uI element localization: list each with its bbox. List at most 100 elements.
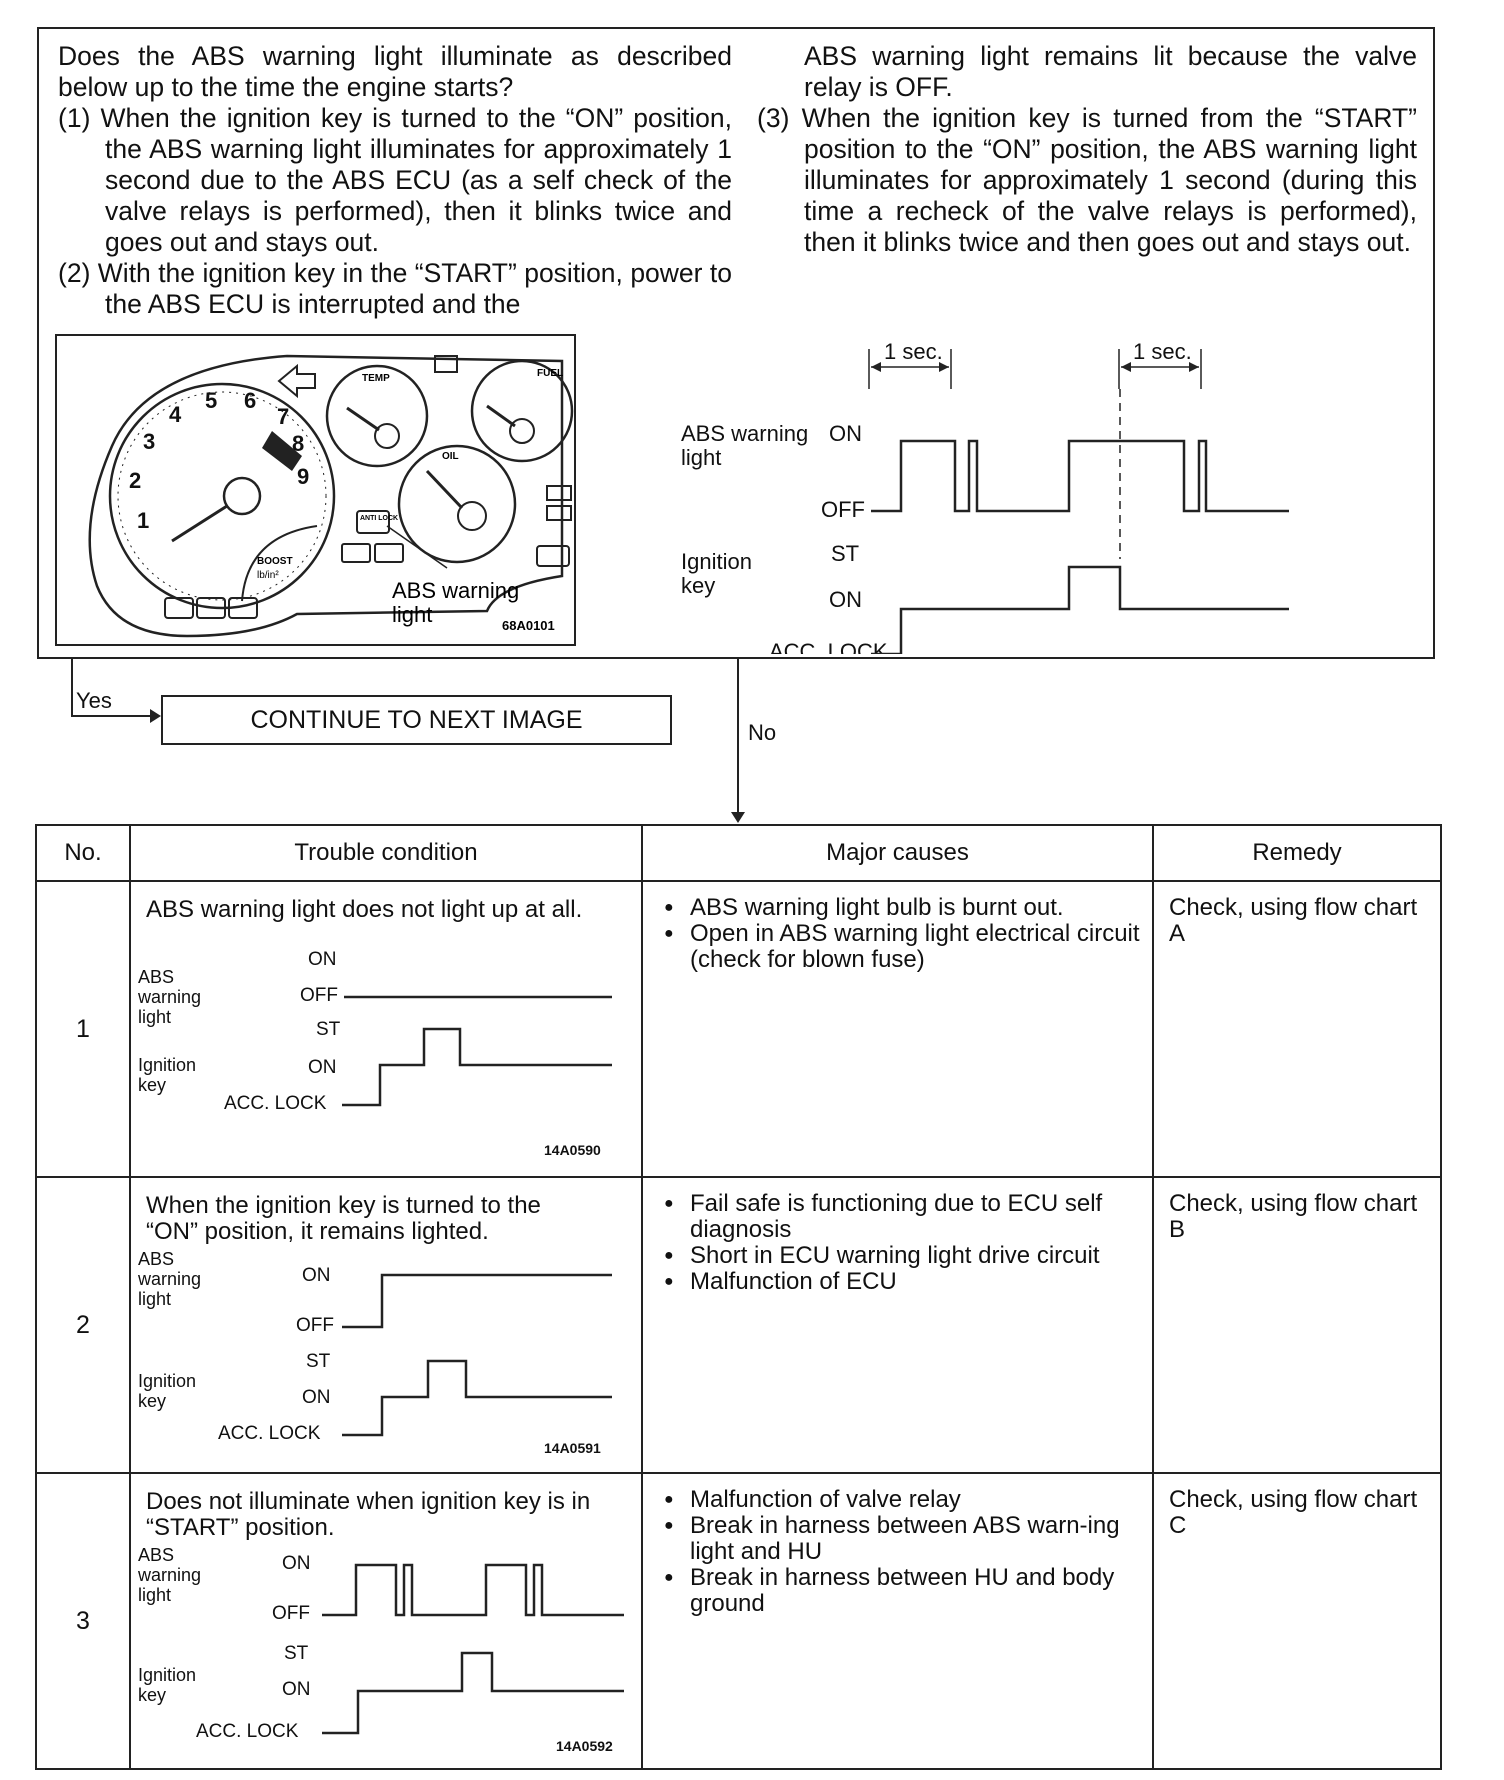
condition-text: Does not illuminate when ignition key is… [146, 1488, 591, 1541]
svg-text:ON: ON [308, 949, 337, 970]
ign-on-label: ON [829, 587, 862, 612]
svg-text:key: key [681, 573, 715, 598]
abs-off-label: OFF [821, 497, 865, 522]
svg-text:ST: ST [316, 1019, 341, 1040]
svg-text:14A0592: 14A0592 [556, 1738, 613, 1754]
dim-1-sec-b: 1 sec. [1133, 339, 1192, 364]
remedy-cell: Check, using flow chart C [1152, 1472, 1442, 1770]
temp-label: TEMP [362, 373, 390, 384]
remedy-cell: Check, using flow chart A [1152, 880, 1442, 1178]
major-causes-cell: Malfunction of valve relay Break in harn… [641, 1472, 1154, 1770]
svg-text:14A0591: 14A0591 [544, 1440, 601, 1456]
svg-text:OFF: OFF [272, 1603, 310, 1624]
ign-acc-label: ACC. LOCK [769, 639, 888, 654]
condition-text: ABS warning light does not light up at a… [146, 896, 583, 923]
condition-text: When the ignition key is turned to the “… [146, 1192, 541, 1245]
svg-text:5: 5 [205, 388, 217, 413]
row-3-timing-chart: ABS warning light ON OFF Ignition key ST… [137, 1545, 624, 1754]
yes-label: Yes [76, 688, 112, 713]
svg-text:key: key [138, 1075, 166, 1095]
remedy-cell: Check, using flow chart B [1152, 1176, 1442, 1474]
step-3-text: (3) When the ignition key is turned from… [757, 103, 1417, 257]
svg-text:ST: ST [306, 1351, 331, 1372]
ignition-signal-label: Ignition [681, 549, 752, 574]
svg-text:ON: ON [282, 1679, 311, 1700]
svg-text:ON: ON [282, 1553, 311, 1574]
row-1-timing-chart: ABS warning light ON OFF Ignition key ST… [137, 949, 612, 1158]
yes-connector-vertical [71, 657, 73, 716]
list-item: ABS warning light bulb is burnt out. [664, 895, 1145, 922]
header-no: No. [35, 824, 131, 882]
list-item: Fail safe is functioning due to ECU self… [664, 1191, 1145, 1243]
trouble-condition-cell: ABS warning light does not light up at a… [129, 880, 643, 1178]
boost-label: BOOST [257, 556, 293, 567]
svg-text:key: key [138, 1391, 166, 1411]
oil-label: OIL [442, 451, 459, 462]
continue-button[interactable]: CONTINUE TO NEXT IMAGE [161, 695, 672, 745]
abs-on-label: ON [829, 421, 862, 446]
row-number: 3 [35, 1472, 131, 1770]
instrument-cluster-drawing: 1 2 3 4 5 6 7 8 9 BOOST lb/in² TEMP [88, 354, 574, 638]
step-1-text: (1) When the ignition key is turned to t… [58, 103, 732, 257]
question-text: Does the ABS warning light illuminate as… [58, 41, 732, 102]
trouble-condition-cell: Does not illuminate when ignition key is… [129, 1472, 643, 1770]
svg-text:ACC. LOCK: ACC. LOCK [196, 1721, 299, 1742]
svg-text:8: 8 [292, 431, 304, 456]
svg-text:Ignition: Ignition [138, 1665, 196, 1685]
trouble-condition-cell: When the ignition key is turned to the “… [129, 1176, 643, 1474]
boost-unit: lb/in² [257, 570, 279, 581]
header-remedy: Remedy [1152, 824, 1442, 882]
abs-signal-label: ABS warning [681, 421, 808, 446]
svg-text:ON: ON [302, 1265, 331, 1286]
svg-text:14A0590: 14A0590 [544, 1142, 601, 1158]
trouble-table: No. Trouble condition Major causes Remed… [35, 824, 1442, 1770]
svg-text:4: 4 [169, 402, 182, 427]
svg-text:2: 2 [129, 468, 141, 493]
list-item: Break in harness between ABS warn-ing li… [664, 1513, 1145, 1565]
ign-st-label: ST [831, 541, 859, 566]
svg-text:9: 9 [297, 464, 309, 489]
abs-callout-label-line2: light [392, 602, 432, 627]
table-row: 3 Does not illuminate when ignition key … [35, 1472, 1442, 1770]
table-header-row: No. Trouble condition Major causes Remed… [35, 824, 1442, 882]
no-connector-vertical [737, 657, 739, 817]
step-2-continued: ABS warning light remains lit because th… [804, 41, 1417, 102]
yes-connector-horizontal [71, 715, 159, 717]
left-text-column: Does the ABS warning light illuminate as… [58, 41, 732, 320]
svg-text:ABS: ABS [138, 1249, 174, 1269]
list-item: Malfunction of ECU [664, 1269, 1145, 1296]
list-item: Open in ABS warning light electrical cir… [664, 921, 1145, 973]
svg-text:6: 6 [244, 388, 256, 413]
svg-text:key: key [138, 1685, 166, 1705]
no-arrow-icon [731, 812, 745, 823]
svg-text:light: light [138, 1289, 171, 1309]
instrument-cluster-figure: 1 2 3 4 5 6 7 8 9 BOOST lb/in² TEMP [55, 334, 576, 646]
row-number: 1 [35, 880, 131, 1178]
major-causes-cell: ABS warning light bulb is burnt out. Ope… [641, 880, 1154, 1178]
antilock-lamp-label: ANTI LOCK [360, 515, 398, 522]
fuel-label: FUEL [537, 368, 563, 379]
list-item: Short in ECU warning light drive circuit [664, 1243, 1145, 1270]
tach-numbers: 1 2 3 4 5 6 7 8 9 [129, 388, 309, 533]
svg-text:OFF: OFF [300, 985, 338, 1006]
row-number: 2 [35, 1176, 131, 1474]
no-label: No [748, 720, 777, 745]
svg-text:ACC. LOCK: ACC. LOCK [218, 1423, 321, 1444]
svg-text:ACC. LOCK: ACC. LOCK [224, 1093, 327, 1114]
svg-text:1: 1 [137, 508, 149, 533]
svg-text:warning: warning [137, 987, 201, 1007]
major-causes-cell: Fail safe is functioning due to ECU self… [641, 1176, 1154, 1474]
dim-1-sec-a: 1 sec. [884, 339, 943, 364]
list-item: Malfunction of valve relay [664, 1487, 1145, 1514]
procedure-box: Does the ABS warning light illuminate as… [37, 27, 1435, 659]
table-row: 1 ABS warning light does not light up at… [35, 880, 1442, 1178]
svg-text:light: light [138, 1007, 171, 1027]
svg-text:3: 3 [143, 429, 155, 454]
svg-text:warning: warning [137, 1565, 201, 1585]
svg-text:7: 7 [277, 404, 289, 429]
step-2-text: (2) With the ignition key in the “START”… [58, 258, 732, 319]
abs-callout-label-line1: ABS warning [392, 578, 519, 603]
svg-text:ON: ON [302, 1387, 331, 1408]
header-trouble-condition: Trouble condition [129, 824, 643, 882]
header-major-causes: Major causes [641, 824, 1154, 882]
